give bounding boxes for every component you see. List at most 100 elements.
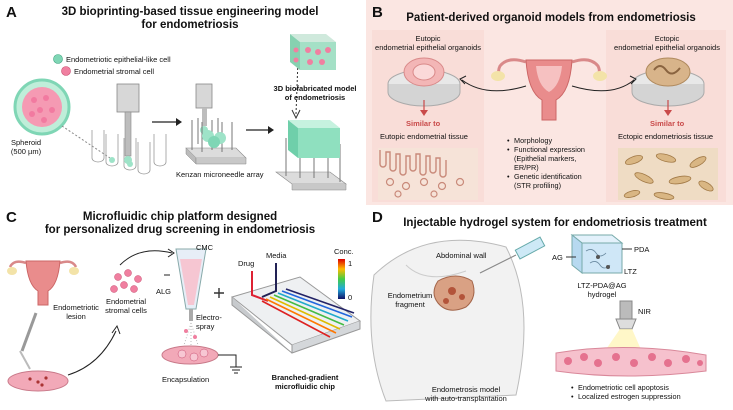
biofabricated-model-icon: [275, 59, 347, 191]
feature-item-cont-text: (Epithelial markers,: [514, 154, 577, 163]
panel-b-letter: B: [372, 4, 383, 21]
lesion-label-line2: lesion: [66, 312, 86, 321]
hydrogel-label-line2: hydrogel: [587, 290, 617, 299]
syringe-icon: [479, 236, 546, 274]
spheroid-label-text: Spheroid: [10, 138, 42, 147]
ltz-label: LTZ: [624, 267, 637, 276]
eutopic-organoid-line1: Eutopic: [415, 34, 441, 43]
encapsulation-label: Encapsulation: [162, 375, 210, 384]
cmc-label: CMC: [196, 243, 214, 252]
scale-max-label: 1: [348, 259, 353, 268]
panel-b: B Patient-derived organoid models from e…: [366, 0, 733, 205]
panel-b-title: Patient-derived organoid models from end…: [406, 12, 696, 24]
media-label: Media: [266, 251, 287, 260]
feature-item: Morphology: [514, 136, 585, 145]
ectopic-organoid-icon: [631, 57, 705, 107]
ectopic-organoid-line1: Ectopic: [654, 34, 680, 43]
ectopic-organoid-label: Ectopic endometrial epithelial organoids: [606, 34, 728, 52]
feature-item-cont-text: (STR profiling): [514, 181, 562, 190]
feature-item-cont-text: ER/PR): [514, 163, 539, 172]
eutopic-organoid-line2: endometrial epithelial organoids: [375, 43, 481, 52]
scale-min-label: 0: [348, 293, 353, 302]
feature-item: Functional expression: [514, 145, 585, 154]
panel-c-illustration: [7, 248, 362, 392]
stromal-cells-line2: stromal cells: [105, 306, 147, 315]
legend-stromal-label: Endometrial stromal cell: [74, 67, 155, 76]
eutopic-organoid-icon: [387, 57, 461, 107]
ectopic-tissue-icon: [618, 148, 718, 200]
panel-a-illustration: [13, 34, 347, 191]
drug-label: Drug: [238, 259, 255, 268]
conc-label: Conc.: [334, 247, 354, 256]
hydrogel-cube-icon: [570, 233, 624, 275]
treated-tissue-icon: [555, 346, 707, 377]
epithelial-cell-icon: [53, 54, 63, 64]
panel-c-letter: C: [6, 209, 17, 226]
feature-item-cont: (STR profiling): [514, 181, 585, 190]
model-label-line2: of endometriosis: [284, 93, 346, 102]
chip-label-line2: microfluidic chip: [274, 382, 335, 391]
ectopic-organoid-line2: endometrial epithelial organoids: [614, 43, 720, 52]
ag-label: AG: [552, 253, 563, 262]
spheroid-icon: [13, 78, 71, 136]
spheroid-label: Spheroid (500 µm): [6, 138, 46, 156]
panel-c-title-line2: for personalized drug screening in endom…: [44, 224, 316, 236]
petri-dish-icon: [7, 370, 69, 392]
stromal-cells-icon: [110, 269, 142, 293]
uterus-small-icon: [7, 260, 79, 306]
panel-d-title: Injectable hydrogel system for endometri…: [403, 217, 707, 229]
treatment-effects-list: Endometriotic cell apoptosis Localized e…: [570, 383, 681, 401]
panel-a: A 3D bioprinting-based tissue engineerin…: [0, 0, 366, 205]
eutopic-organoid-label: Eutopic endometrial epithelial organoids: [370, 34, 486, 52]
electrospray-line1: Electro-: [196, 313, 222, 322]
stromal-cell-icon: [61, 66, 71, 76]
similar-to-left: Similar to: [406, 119, 441, 128]
panel-d-letter: D: [372, 209, 383, 226]
panel-a-title-line1: 3D bioprinting-based tissue engineering …: [61, 6, 319, 18]
hydrogel-label: LTZ-PDA@AG hydrogel: [572, 281, 632, 299]
effect-item: Localized estrogen suppression: [578, 392, 681, 401]
panel-b-illustration: [372, 30, 726, 202]
model-description-line2: with auto-transplantation: [425, 394, 507, 403]
panel-c-title-line1: Microfluidic chip platform designed: [82, 211, 278, 223]
similar-to-right: Similar to: [650, 119, 685, 128]
feature-item-cont: (Epithelial markers,: [514, 154, 585, 163]
panel-c-title: Microfluidic chip platform designed for …: [30, 211, 330, 237]
hydrogel-label-line1: LTZ-PDA@AG: [577, 281, 627, 290]
panel-a-letter: A: [6, 4, 17, 21]
abdominal-lesion-icon: [433, 275, 475, 311]
eutopic-tissue-label: Eutopic endometrial tissue: [380, 132, 468, 141]
model-label: 3D biofabricated model of endometriosis: [266, 84, 364, 102]
chip-label: Branched-gradient microfluidic chip: [250, 373, 360, 391]
feature-item: Genetic identification: [514, 172, 585, 181]
fragment-label: Endometrium fragment: [382, 291, 438, 309]
fragment-label-line1: Endometrium: [387, 291, 433, 300]
nir-label: NIR: [638, 307, 651, 316]
ectopic-tissue-label: Ectopic endometriosis tissue: [618, 132, 714, 141]
feature-item-cont: ER/PR): [514, 163, 585, 172]
eutopic-tissue-icon: [378, 148, 478, 200]
collection-dish-icon: [161, 345, 219, 365]
spheroid-size-text: (500 µm): [10, 147, 42, 156]
effect-item: Endometriotic cell apoptosis: [578, 383, 681, 392]
legend-epithelial-label: Endometriotic epithelial-like cell: [66, 55, 171, 64]
alg-label: ALG: [156, 287, 172, 296]
stromal-cells-label: Endometrial stromal cells: [96, 297, 156, 315]
concentration-scale-bar: [338, 259, 345, 299]
model-description-line1: Endometrosis model: [431, 385, 501, 394]
electrospray-nozzle-icon: [175, 248, 207, 346]
organoid-features-list: Morphology Functional expression (Epithe…: [506, 136, 585, 190]
chip-label-line1: Branched-gradient: [271, 373, 339, 382]
electrospray-line2: spray: [196, 322, 215, 331]
panel-a-title-line2: for endometriosis: [141, 19, 239, 31]
electrospray-label: Electro- spray: [196, 313, 222, 331]
bioprinter-nozzle-icon: [116, 83, 140, 164]
lesion-label: Endometriotic lesion: [46, 303, 106, 321]
uterus-icon: [491, 58, 607, 121]
lesion-label-line1: Endometriotic: [53, 303, 99, 312]
microfluidic-chip-icon: [230, 263, 362, 354]
kenzan-array-icon: [185, 83, 247, 165]
top-cube-icon: [290, 34, 336, 70]
panel-d: D Injectable hydrogel system for endomet…: [366, 205, 733, 410]
panel-d-illustration: [370, 233, 707, 402]
